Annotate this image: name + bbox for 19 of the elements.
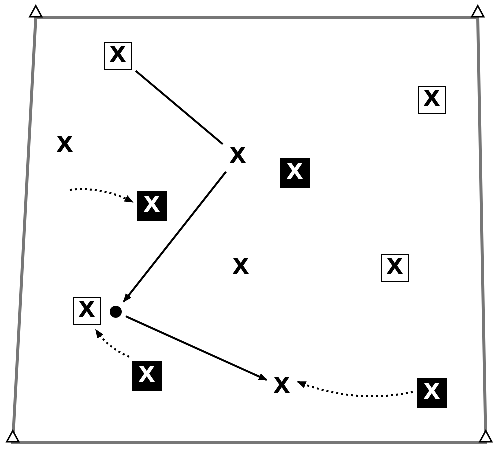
dotted-run-arrow [297,381,414,398]
player-mark: X [227,146,249,168]
player-mark: X [271,376,293,398]
outlined-player-box: X [73,297,101,325]
dotted-run-arrow [70,188,134,204]
outlined-player-box: X [104,42,132,70]
filled-player-box: X [137,191,167,221]
ball-dot [110,306,122,318]
pass-line [135,70,224,146]
filled-player-box: X [132,361,162,391]
filled-player-box: X [280,158,310,188]
pass-arrow [126,316,268,382]
outlined-player-box: X [418,86,446,114]
outlined-player-box: X [381,254,409,282]
pass-arrow [123,171,227,303]
player-mark: X [54,135,76,157]
player-mark: X [230,257,252,279]
dotted-run-arrow [95,329,130,358]
filled-player-box: X [417,378,447,408]
